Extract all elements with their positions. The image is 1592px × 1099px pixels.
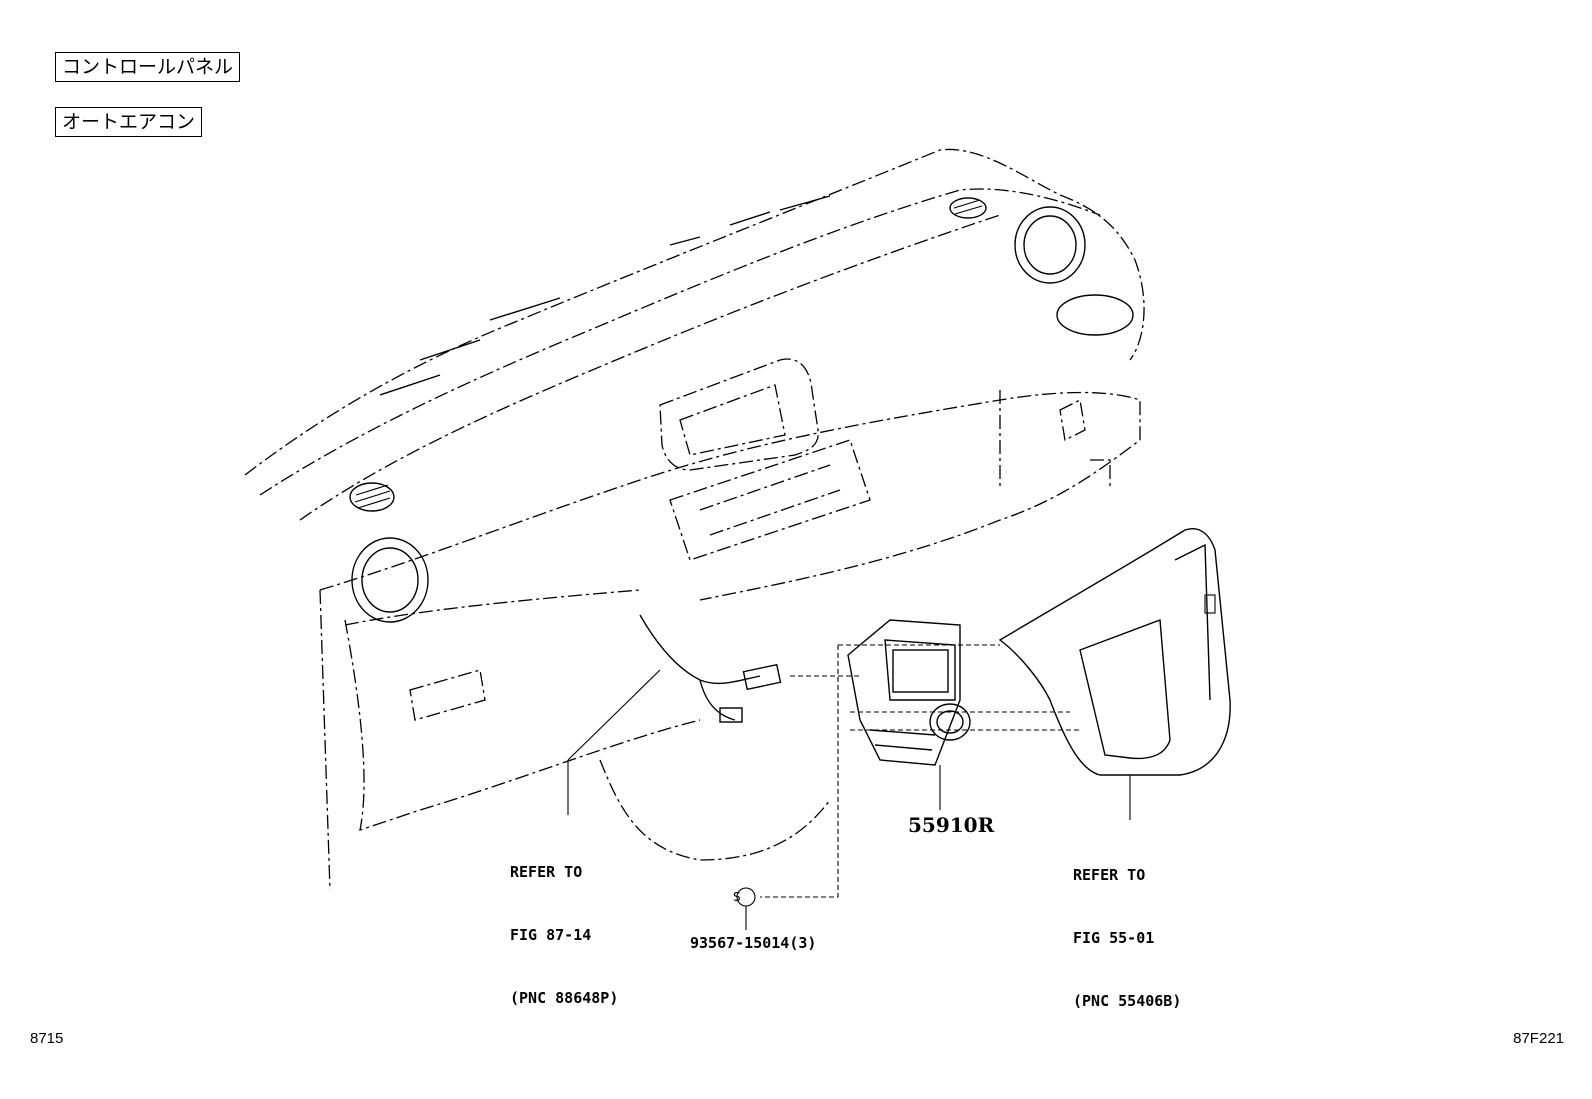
right-defrost-grille <box>949 197 987 219</box>
dashboard-top-outline <box>244 148 1145 476</box>
wire-harness <box>639 614 761 721</box>
footer-left-code: 8715 <box>30 1030 64 1047</box>
refer-right-line2: FIG 55-01 <box>1073 929 1155 947</box>
refer-fig-87-14-callout: REFER TO FIG 87-14 (PNC 88648P) <box>510 820 618 1030</box>
console-trim-bezel-55406B <box>998 528 1231 776</box>
part-number-55910R: 55910R <box>908 813 995 837</box>
left-air-vent <box>351 537 429 623</box>
right-air-vent <box>1014 206 1086 284</box>
refer-left-line2: FIG 87-14 <box>510 926 592 944</box>
left-defrost-grille <box>349 482 395 512</box>
screw-symbol-letter: S <box>733 890 741 904</box>
screw-part-number: 93567-15014(3) <box>690 934 817 952</box>
refer-left-line3: (PNC 88648P) <box>510 989 619 1007</box>
footer-right-code: 87F221 <box>1513 1030 1564 1047</box>
control-panel-label: コントロールパネル <box>55 52 241 82</box>
auto-aircon-label: オートエアコン <box>55 107 203 137</box>
center-display-opening <box>659 358 819 471</box>
control-panel-unit-55910R <box>847 619 971 766</box>
defroster-slots <box>379 195 831 396</box>
assembly-line-screw <box>760 645 839 898</box>
refer-fig-55-01-callout: REFER TO FIG 55-01 (PNC 55406B) <box>1073 823 1181 1033</box>
refer-right-line3: (PNC 55406B) <box>1073 992 1182 1010</box>
refer-right-line1: REFER TO <box>1073 866 1146 884</box>
refer-left-line1: REFER TO <box>510 863 583 881</box>
glove-box-outline <box>409 669 486 721</box>
dashboard-lower-outline <box>319 391 1141 601</box>
